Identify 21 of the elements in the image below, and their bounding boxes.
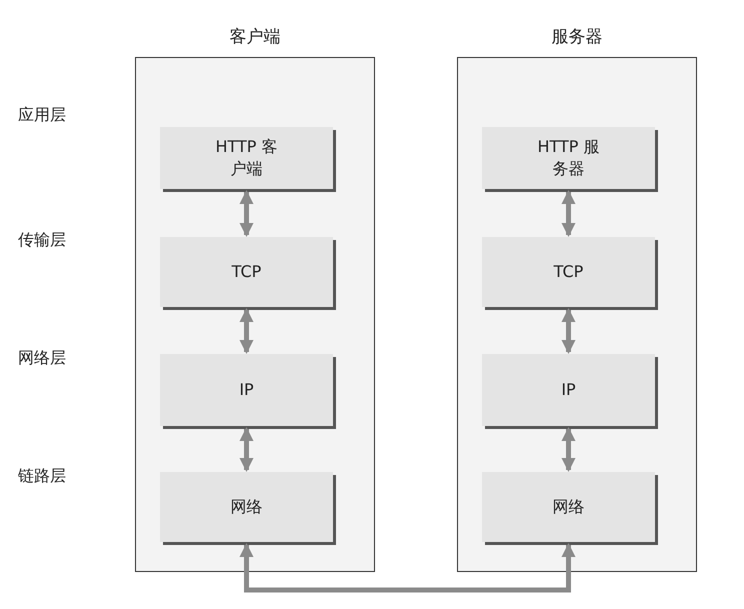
protocol-box: HTTP 客户端 [160, 127, 333, 189]
column-heading: 客户端 [228, 26, 282, 48]
double-arrow [240, 190, 254, 237]
double-arrow [562, 190, 576, 237]
column-heading: 服务器 [550, 26, 604, 48]
double-arrow [240, 308, 254, 354]
protocol-box: 网络 [482, 472, 655, 542]
layer-label: 传输层 [18, 230, 66, 251]
double-arrow [240, 427, 254, 472]
double-arrow [562, 308, 576, 354]
protocol-box: HTTP 服务器 [482, 127, 655, 189]
layer-label: 网络层 [18, 348, 66, 369]
double-arrow [562, 427, 576, 472]
protocol-box: 网络 [160, 472, 333, 542]
protocol-box: TCP [160, 237, 333, 307]
protocol-box: IP [482, 354, 655, 426]
protocol-box: TCP [482, 237, 655, 307]
double-arrow [240, 543, 576, 592]
layer-label: 应用层 [18, 105, 66, 126]
layer-label: 链路层 [18, 466, 66, 487]
protocol-box: IP [160, 354, 333, 426]
